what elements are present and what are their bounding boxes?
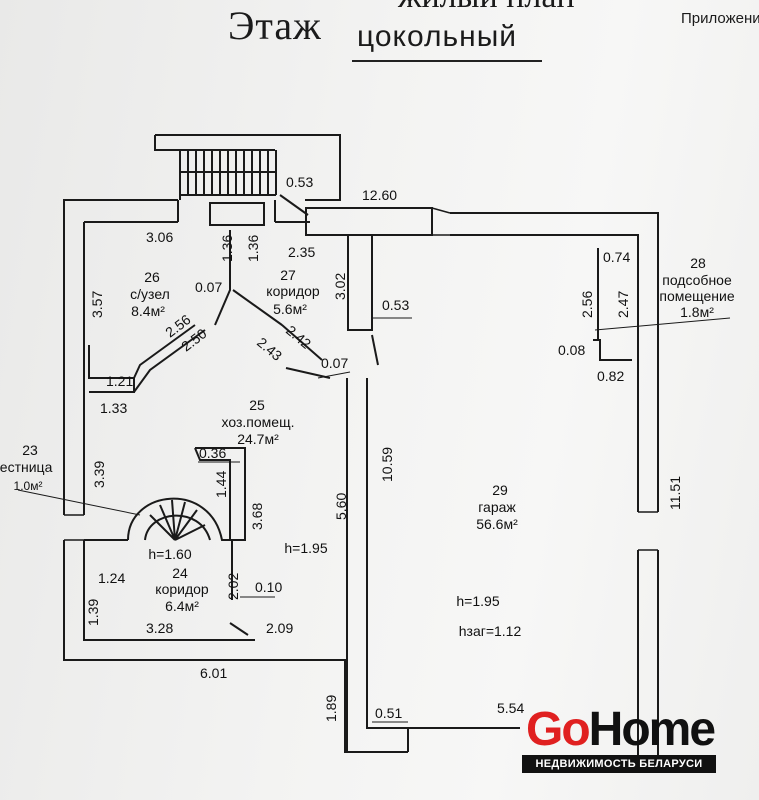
room-24-height: h=1.60 bbox=[148, 546, 191, 562]
dim-2-56-right: 2.56 bbox=[579, 291, 595, 318]
room-23-number: 23 bbox=[22, 442, 38, 458]
room-28-area: 1.8м² bbox=[680, 304, 714, 320]
dim-2-47: 2.47 bbox=[615, 291, 631, 318]
room-29-height: h=1.95 bbox=[456, 593, 499, 609]
dim-0-53-mid: 0.53 bbox=[382, 297, 409, 313]
room-25-height: h=1.95 bbox=[284, 540, 327, 556]
dim-5-60: 5.60 bbox=[333, 493, 349, 520]
dim-3-28: 3.28 bbox=[146, 620, 173, 636]
room-25-name: хоз.помещ. bbox=[222, 414, 295, 430]
dim-1-89: 1.89 bbox=[323, 695, 339, 722]
room-29-number: 29 bbox=[492, 482, 508, 498]
room-25-area: 24.7м² bbox=[237, 431, 279, 447]
leader-007b bbox=[317, 371, 351, 379]
room-26-area: 8.4м² bbox=[131, 303, 165, 319]
dim-2-43: 2.43 bbox=[254, 334, 285, 364]
room-24-area: 6.4м² bbox=[165, 598, 199, 614]
dim-12-60: 12.60 bbox=[362, 187, 397, 203]
wall-top-left bbox=[64, 199, 179, 223]
room-29-area: 56.6м² bbox=[476, 516, 518, 532]
logo-tagline: НЕДВИЖИМОСТЬ БЕЛАРУСИ bbox=[522, 755, 716, 773]
leader-23 bbox=[17, 489, 141, 516]
dim-0-08: 0.08 bbox=[558, 342, 585, 358]
gohome-logo: GoHome НЕДВИЖИМОСТЬ БЕЛАРУСИ bbox=[522, 700, 718, 778]
dim-0-53-top: 0.53 bbox=[286, 174, 313, 190]
dim-0-82: 0.82 bbox=[597, 368, 624, 384]
room-23-area: 1.0м² bbox=[14, 479, 43, 493]
dim-10-59: 10.59 bbox=[379, 447, 395, 482]
logo-wordmark: GoHome bbox=[526, 702, 716, 757]
room-28-name: подсобное bbox=[662, 272, 732, 288]
room-26-name: с/узел bbox=[130, 286, 170, 302]
wall-corridor-col bbox=[347, 235, 373, 331]
dim-1-39: 1.39 bbox=[85, 599, 101, 626]
room-26-number: 26 bbox=[144, 269, 160, 285]
dim-3-39: 3.39 bbox=[91, 461, 107, 488]
dim-3-02: 3.02 bbox=[332, 273, 348, 300]
room-29-name: гараж bbox=[478, 499, 516, 515]
stair-steps bbox=[179, 149, 277, 196]
dim-2-09: 2.09 bbox=[266, 620, 293, 636]
dim-0-51: 0.51 bbox=[375, 705, 402, 721]
wall-right-lower bbox=[637, 550, 659, 760]
dim-2-02: 2.02 bbox=[225, 573, 241, 600]
floor-value: цокольный bbox=[357, 20, 518, 53]
room-29-height2: hзаг=1.12 bbox=[459, 623, 522, 639]
logo-home: Home bbox=[588, 703, 716, 756]
dim-0-74: 0.74 bbox=[603, 249, 630, 265]
dim-11-51: 11.51 bbox=[667, 476, 683, 510]
dim-0-07-a: 0.07 bbox=[195, 279, 222, 295]
dim-3-68: 3.68 bbox=[249, 503, 265, 530]
dim-5-54: 5.54 bbox=[497, 700, 524, 716]
wall-left-outer bbox=[63, 199, 408, 753]
dim-1-44: 1.44 bbox=[213, 471, 229, 498]
floor-label: Этаж bbox=[228, 3, 322, 48]
dim-1-33: 1.33 bbox=[100, 400, 127, 416]
room-27-number: 27 bbox=[280, 267, 296, 283]
dim-1-21: 1.21 bbox=[106, 373, 133, 389]
door-swings bbox=[229, 194, 379, 636]
room-28-number: 28 bbox=[690, 255, 706, 271]
dim-2-42: 2.42 bbox=[283, 322, 314, 352]
partition-27 bbox=[214, 230, 323, 361]
partition-26 bbox=[88, 324, 206, 393]
room-28-name2: помещение bbox=[659, 288, 734, 304]
dim-0-36: 0.36 bbox=[199, 445, 226, 461]
room-27-name: коридор bbox=[266, 283, 320, 299]
dim-0-10: 0.10 bbox=[255, 579, 282, 595]
door-gaps bbox=[64, 200, 658, 551]
logo-go: Go bbox=[526, 703, 591, 756]
wall-left-inner bbox=[83, 222, 255, 641]
room-25-number: 25 bbox=[249, 397, 265, 413]
plan-title: жилый план bbox=[398, 0, 575, 16]
wall-top-mid bbox=[209, 200, 310, 226]
dim-6-01: 6.01 bbox=[200, 665, 227, 681]
wall-center bbox=[346, 378, 409, 752]
dim-1-24: 1.24 bbox=[98, 570, 125, 586]
stair-spiral bbox=[84, 497, 245, 541]
dim-1-36-b: 1.36 bbox=[245, 235, 261, 262]
leader-28 bbox=[594, 317, 731, 331]
room-23-name: лестница bbox=[0, 459, 53, 475]
room-24-name: коридор bbox=[155, 581, 209, 597]
appendix-label: Приложени bbox=[681, 10, 759, 27]
stair-box bbox=[154, 134, 341, 201]
partition-28 bbox=[593, 248, 632, 361]
dim-0-07-b: 0.07 bbox=[321, 355, 348, 371]
dim-3-06: 3.06 bbox=[146, 229, 173, 245]
dim-3-57: 3.57 bbox=[89, 291, 105, 318]
stair-rays bbox=[149, 499, 206, 541]
dim-2-35: 2.35 bbox=[288, 244, 315, 260]
dim-1-36-a: 1.36 bbox=[219, 235, 235, 262]
room-27-area: 5.6м² bbox=[273, 301, 307, 317]
room-24-number: 24 bbox=[172, 565, 188, 581]
floor-underline bbox=[352, 60, 542, 62]
